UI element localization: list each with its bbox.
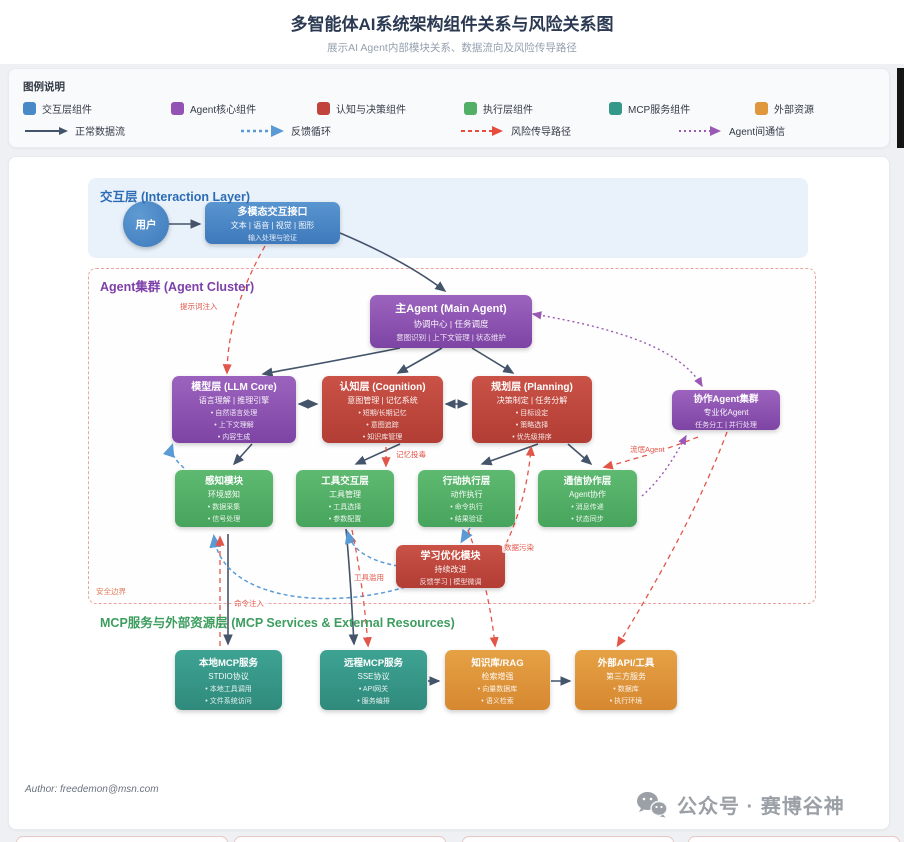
author-credit: Author: freedemon@msn.com xyxy=(25,784,159,795)
multimodal-interface-node: 多模态交互接口 文本 | 语音 | 视觉 | 图形 输入处理与验证 xyxy=(205,202,340,244)
watermark-text: 公众号 · 赛博谷神 xyxy=(677,796,845,818)
user-node: 用户 xyxy=(123,201,169,247)
edge-label-rogue-agent: 流氓Agent xyxy=(628,444,667,455)
legend-item-cognition: 认知与决策组件 xyxy=(317,101,406,116)
blue-swatch-icon xyxy=(23,102,36,115)
edge-label-security-boundary: 安全边界 xyxy=(94,586,128,597)
legend-item-agent-core: Agent核心组件 xyxy=(171,101,256,116)
remote-mcp-node: 远程MCP服务 SSE协议 API网关 服务编排 xyxy=(320,650,427,710)
page-title: 多智能体AI系统架构组件关系与风险关系图 xyxy=(290,15,614,34)
legend-label: MCP服务组件 xyxy=(628,105,691,116)
watermark: 公众号 · 赛博谷神 xyxy=(636,790,845,819)
edge-label-prompt-injection: 提示词注入 xyxy=(178,301,220,312)
legend-item-feedback-loop: 反馈循环 xyxy=(239,123,331,138)
teal-swatch-icon xyxy=(609,102,622,115)
user-label: 用户 xyxy=(135,218,157,231)
legend-label: 反馈循环 xyxy=(291,127,331,138)
collab-agent-cluster-node: 协作Agent集群 专业化Agent 任务分工 | 并行处理 xyxy=(672,390,780,430)
edge-label-command-injection: 命令注入 xyxy=(232,598,266,609)
legend-item-mcp: MCP服务组件 xyxy=(609,101,690,116)
dark-edge-strip xyxy=(897,68,904,148)
planning-node: 规划层 (Planning) 决策制定 | 任务分解 目标设定 策略选择 优先级… xyxy=(472,376,592,443)
legend-label: 认知与决策组件 xyxy=(336,105,406,116)
cutoff-box xyxy=(688,836,900,842)
cognition-node: 认知层 (Cognition) 意图管理 | 记忆系统 短期/长期记忆 意图追踪… xyxy=(322,376,443,443)
legend-heading: 图例说明 xyxy=(23,81,65,93)
legend-item-normal-flow: 正常数据流 xyxy=(23,123,125,138)
legend-label: 执行层组件 xyxy=(483,105,533,116)
legend-item-external: 外部资源 xyxy=(755,101,814,116)
legend-item-agent-comm: Agent间通信 xyxy=(677,123,785,138)
edge-label-memory-poisoning: 记忆投毒 xyxy=(394,449,428,460)
tool-layer-node: 工具交互层 工具管理 工具选择 参数配置 xyxy=(296,470,394,527)
edge-label-tool-abuse: 工具滥用 xyxy=(352,572,386,583)
dashed-blue-arrow-icon xyxy=(241,124,284,137)
legend-item-execution: 执行层组件 xyxy=(464,101,533,116)
comm-layer-node: 通信协作层 Agent协作 消息传递 状态同步 xyxy=(538,470,637,527)
perception-node: 感知模块 环境感知 数据采集 信号处理 xyxy=(175,470,273,527)
action-layer-node: 行动执行层 动作执行 命令执行 结果验证 xyxy=(418,470,515,527)
legend-label: 交互层组件 xyxy=(42,105,92,116)
red-swatch-icon xyxy=(317,102,330,115)
main-agent-node: 主Agent (Main Agent) 协调中心 | 任务调度 意图识别 | 上… xyxy=(370,295,532,348)
legend-item-interaction: 交互层组件 xyxy=(23,101,92,116)
external-api-node: 外部API/工具 第三方服务 数据库 执行环境 xyxy=(575,650,677,710)
interaction-layer-heading: 交互层 (Interaction Layer) xyxy=(100,190,251,204)
llm-core-node: 模型层 (LLM Core) 语言理解 | 推理引擎 自然语言处理 上下文理解 … xyxy=(172,376,296,443)
orange-swatch-icon xyxy=(755,102,768,115)
wechat-icon xyxy=(637,792,668,818)
purple-swatch-icon xyxy=(171,102,184,115)
legend-panel: 图例说明 交互层组件 Agent核心组件 认知与决策组件 执行层组件 MCP服务… xyxy=(8,68,890,148)
local-mcp-node: 本地MCP服务 STDIO协议 本地工具调用 文件系统访问 xyxy=(175,650,282,710)
green-swatch-icon xyxy=(464,102,477,115)
solid-arrow-icon xyxy=(25,126,68,135)
legend-label: 外部资源 xyxy=(774,105,814,116)
cutoff-box xyxy=(234,836,446,842)
header-band xyxy=(0,0,904,64)
cutoff-box xyxy=(462,836,674,842)
edge-label-data-pollution: 数据污染 xyxy=(502,542,536,553)
legend-label: Agent核心组件 xyxy=(190,105,257,116)
dotted-purple-arrow-icon xyxy=(679,125,721,136)
legend-label: 正常数据流 xyxy=(75,127,125,138)
legend-label: 风险传导路径 xyxy=(511,127,571,138)
legend-label: Agent间通信 xyxy=(729,127,786,138)
dashed-red-arrow-icon xyxy=(461,125,503,136)
legend-item-risk-path: 风险传导路径 xyxy=(459,123,571,138)
rag-node: 知识库/RAG 检索增强 向量数据库 语义检索 xyxy=(445,650,550,710)
agent-cluster-heading: Agent集群 (Agent Cluster) xyxy=(100,280,255,294)
learning-node: 学习优化模块 持续改进 反馈学习 | 模型微调 xyxy=(396,545,505,588)
mcp-layer-heading: MCP服务与外部资源层 (MCP Services & External Res… xyxy=(100,616,455,630)
cutoff-box xyxy=(16,836,228,842)
page-subtitle: 展示AI Agent内部模块关系、数据流向及风险传导路径 xyxy=(327,42,577,54)
